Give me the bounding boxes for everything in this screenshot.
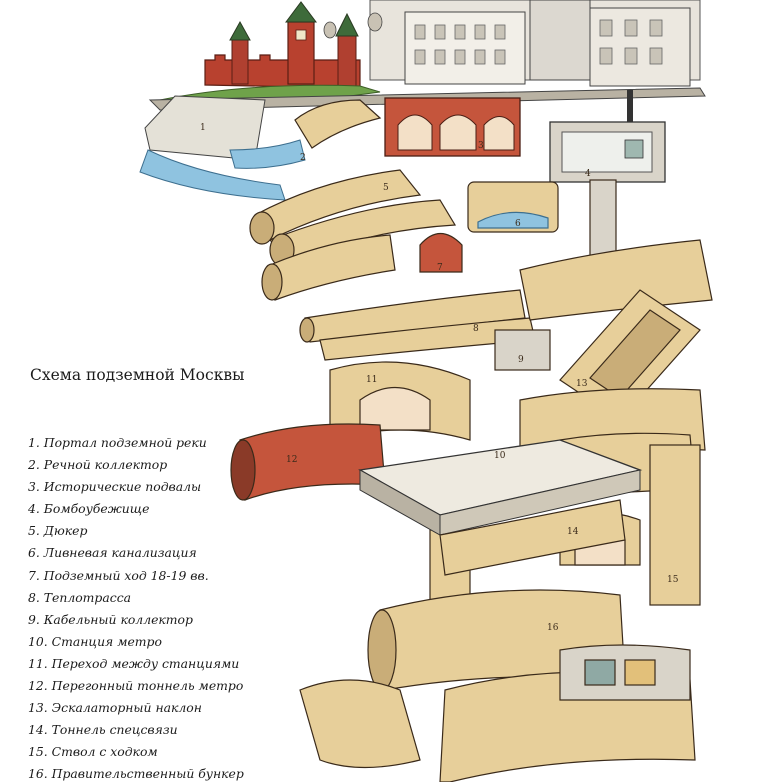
legend-item: 12. Перегонный тоннель метро <box>28 678 244 694</box>
legend-item: 14. Тоннель спецсвязи <box>28 722 178 738</box>
legend-item: 11. Переход между станциями <box>28 655 240 671</box>
legend-item: 2. Речной коллектор <box>28 457 168 473</box>
diagram-number-markers: 1 2 3 4 5 6 7 8 9 10 11 12 13 14 15 16 <box>200 123 679 633</box>
legend-item: 16. Правительственный бункер <box>28 766 244 782</box>
marker-13: 13 <box>576 379 588 389</box>
diagram-title: Схема подземной Москвы <box>30 366 245 384</box>
legend-list: 1. Портал подземной реки 2. Речной колле… <box>28 432 244 782</box>
marker-5: 5 <box>383 183 389 193</box>
legend-item: 7. Подземный ход 18-19 вв. <box>28 567 209 583</box>
marker-7: 7 <box>437 263 443 273</box>
marker-2: 2 <box>300 153 306 163</box>
legend-item: 13. Эскалаторный наклон <box>28 700 202 716</box>
metro-station <box>358 439 643 576</box>
marker-3: 3 <box>478 141 484 151</box>
tunnel-network <box>230 99 713 782</box>
historic-cellars <box>384 97 521 157</box>
marker-11: 11 <box>366 375 377 385</box>
legend-item: 8. Теплотрасса <box>28 589 132 605</box>
legend-item: 5. Дюкер <box>28 523 88 539</box>
marker-15: 15 <box>667 575 679 585</box>
legend-item: 9. Кабельный коллектор <box>28 611 193 627</box>
legend-item: 4. Бомбоубежище <box>28 501 150 517</box>
legend-item: 1. Портал подземной реки <box>28 435 207 450</box>
marker-9: 9 <box>518 355 524 365</box>
bomb-shelter <box>549 90 666 183</box>
marker-16: 16 <box>547 623 559 633</box>
legend-item: 6. Ливневая канализация <box>28 545 197 561</box>
river-portal <box>139 95 306 201</box>
marker-8: 8 <box>473 324 479 334</box>
legend-item: 10. Станция метро <box>28 633 162 649</box>
marker-4: 4 <box>585 169 591 179</box>
marker-6: 6 <box>515 219 521 229</box>
marker-10: 10 <box>494 451 506 461</box>
marker-1: 1 <box>200 123 206 133</box>
legend-item: 3. Исторические подвалы <box>28 479 202 495</box>
legend-item: 15. Ствол с ходком <box>28 744 158 760</box>
city-skyline <box>148 0 706 111</box>
marker-14: 14 <box>567 527 579 537</box>
marker-12: 12 <box>286 455 297 465</box>
